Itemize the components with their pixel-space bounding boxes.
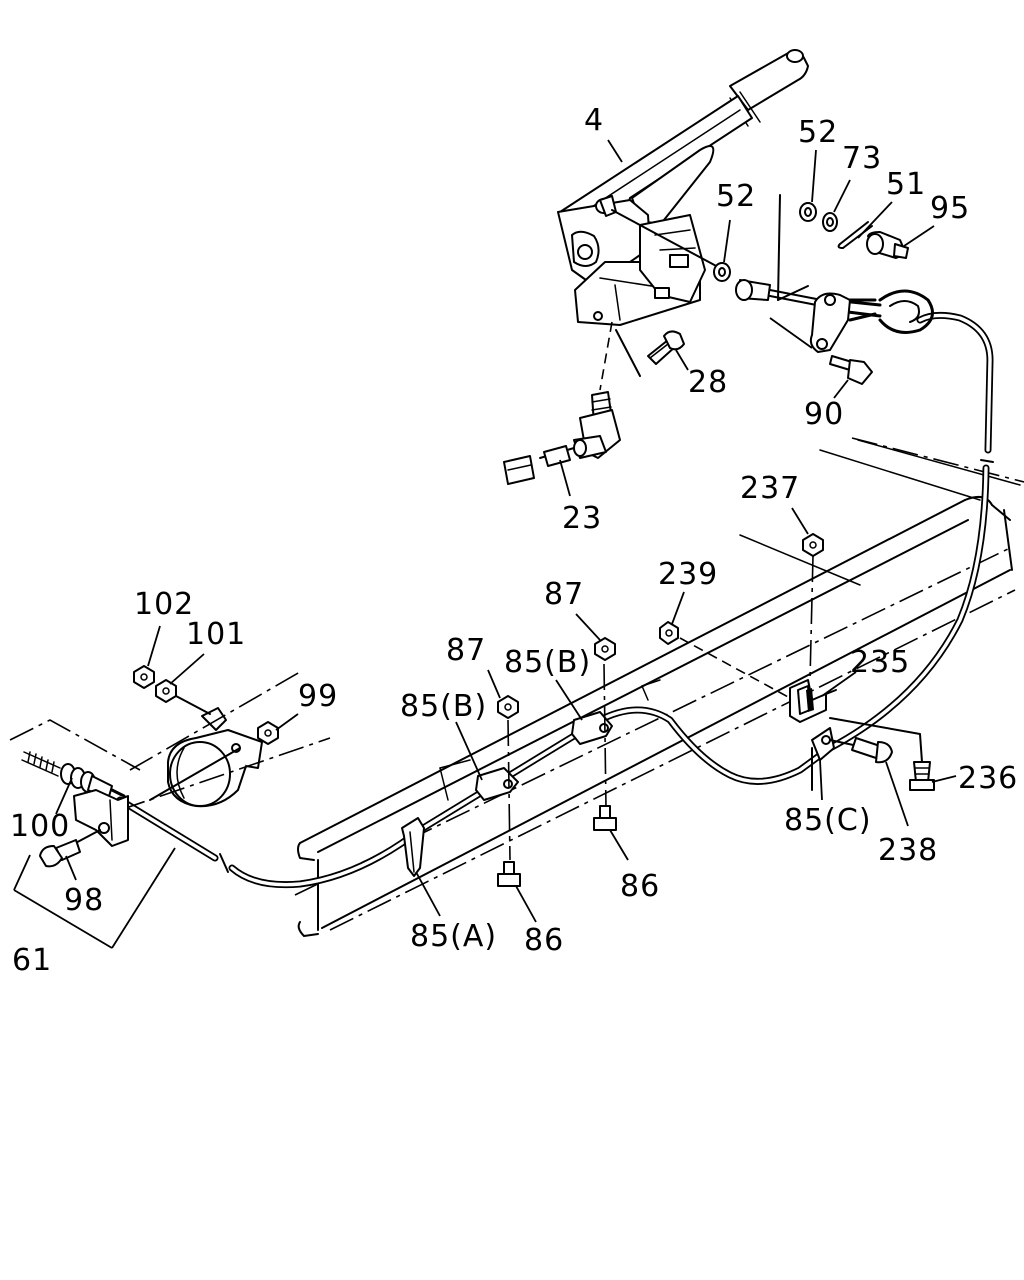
brake-switch-23: [503, 321, 641, 485]
label-23: 23: [562, 501, 602, 536]
label-87-left: 87: [446, 633, 486, 668]
bracket-235: [789, 679, 837, 723]
nut-237: [802, 533, 824, 681]
label-87-right: 87: [544, 577, 584, 612]
cable-end-100: [21, 751, 129, 847]
nut-239: [659, 621, 791, 699]
clamp-85c: [811, 727, 835, 791]
label-85b-left: 85(B): [400, 689, 487, 724]
cotter-pin-51: [839, 221, 869, 245]
bolt-238: [829, 737, 893, 764]
label-95: 95: [930, 191, 970, 226]
nut-87-right: [594, 637, 616, 661]
label-101: 101: [186, 617, 246, 652]
nut-99: [257, 721, 279, 745]
label-239: 239: [658, 557, 718, 592]
nut-87-left: [497, 695, 519, 719]
label-238: 238: [878, 833, 938, 868]
label-85a: 85(A): [410, 919, 497, 954]
label-236: 236: [958, 761, 1018, 796]
label-98: 98: [64, 883, 104, 918]
washer-stack: [799, 202, 909, 259]
label-86-left: 86: [524, 923, 564, 958]
label-52-upper: 52: [798, 115, 838, 150]
parking-brake-lever-4: [557, 49, 809, 326]
label-85c: 85(C): [784, 803, 872, 838]
cable-clevis-90: [769, 292, 877, 385]
bolt-86-left: [497, 861, 521, 887]
cable-bracket-left: [9, 665, 331, 811]
label-102: 102: [134, 587, 194, 622]
bolt-28: [647, 330, 685, 365]
label-85b-right: 85(B): [504, 645, 591, 680]
label-100: 100: [10, 809, 70, 844]
leader-lines: [55, 139, 957, 923]
bolt-98: [39, 829, 101, 868]
label-237: 237: [740, 471, 800, 506]
label-4: 4: [584, 103, 604, 138]
brake-cable-61: [116, 289, 994, 889]
bolt-236: [829, 717, 935, 791]
label-51: 51: [886, 167, 926, 202]
label-90: 90: [804, 397, 844, 432]
label-73: 73: [842, 141, 882, 176]
label-235: 235: [850, 645, 910, 680]
nut-102: [133, 665, 155, 689]
label-99: 99: [298, 679, 338, 714]
label-52-lower: 52: [716, 179, 756, 214]
label-61: 61: [12, 943, 52, 978]
clamp-85a: [401, 817, 425, 877]
clamp-85b-left: [475, 719, 519, 861]
bolt-86-right: [593, 805, 617, 831]
label-86-right: 86: [620, 869, 660, 904]
nut-101: [155, 679, 177, 703]
assembly-bracket-61: [13, 847, 176, 949]
label-28: 28: [688, 365, 728, 400]
part-labels: 4 52 73 51 95 52 28 90 23 237 239 235 23…: [10, 103, 1018, 978]
frame-rail: [294, 437, 1024, 937]
